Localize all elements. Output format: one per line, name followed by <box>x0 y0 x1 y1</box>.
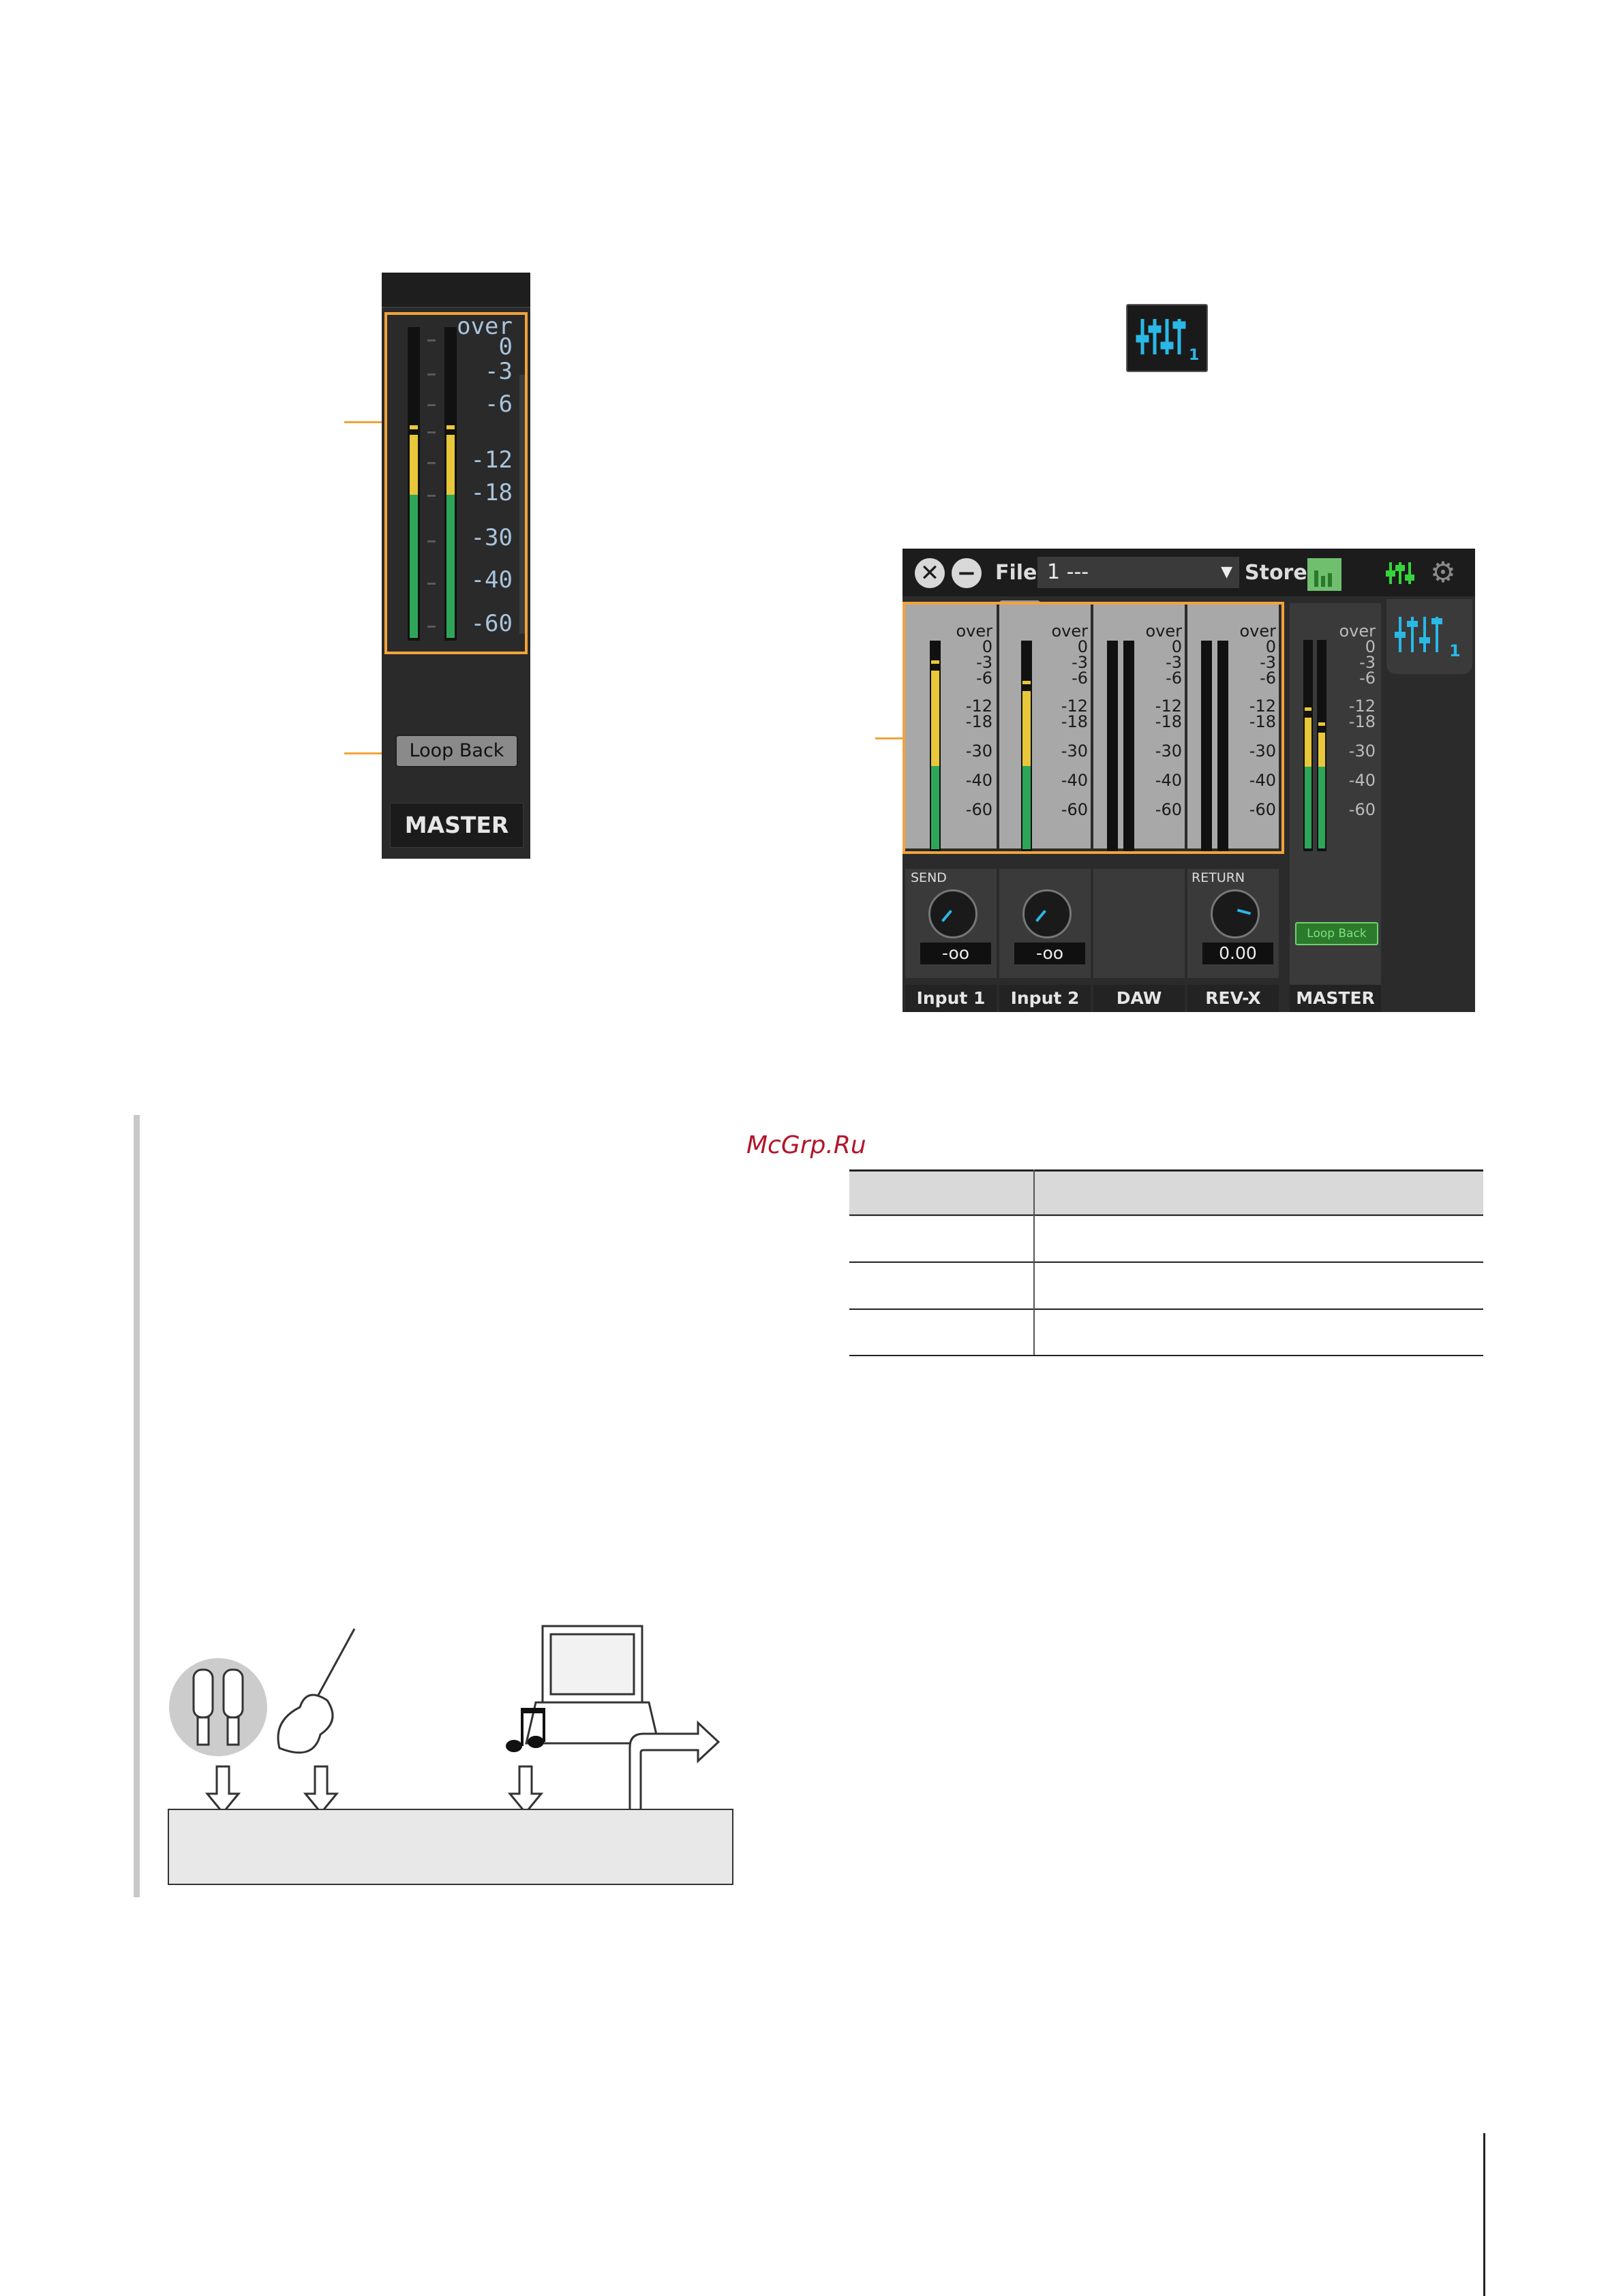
gear-icon[interactable]: ⚙ <box>1430 555 1456 589</box>
input1-send-panel: SEND -oo <box>905 869 997 978</box>
watermark-text: McGrp.Ru <box>746 1131 866 1159</box>
input1-send-value: -oo <box>920 943 991 964</box>
mixer-icon-button[interactable]: 1 <box>1126 304 1208 372</box>
tick <box>427 495 436 497</box>
master-channel-strip: over 0 -3 -6 -12 -18 -30 -40 -60 Loop Ba… <box>382 273 530 859</box>
tick <box>427 431 436 433</box>
revx-return-knob[interactable] <box>1211 889 1260 938</box>
chevron-down-icon: ▼ <box>1221 564 1232 581</box>
arrow-down-icon <box>507 1765 544 1815</box>
mixer-faders-icon: 1 <box>1136 319 1199 364</box>
store-label: Store <box>1245 561 1307 585</box>
tick <box>427 462 436 464</box>
channel-name-input1: Input 1 <box>905 985 997 1012</box>
master-meter-left <box>408 327 420 641</box>
input1-send-knob[interactable] <box>928 889 977 938</box>
callout-line-meter <box>344 421 385 423</box>
close-icon[interactable]: ✕ <box>915 558 945 588</box>
mixer-loop-back-button[interactable]: Loop Back <box>1295 922 1378 945</box>
input2-send-panel: -oo <box>999 869 1091 978</box>
table-divider <box>849 1308 1483 1310</box>
scale-label-12: -12 <box>470 446 513 474</box>
callout-line-mixer <box>875 737 904 739</box>
svg-text:1: 1 <box>1189 347 1199 364</box>
mixer-window: ✕ − File 1 --- ▼ Store ⚙ ∞ Loop Back <box>902 549 1475 1012</box>
scale-label-6: -6 <box>485 391 513 418</box>
guitar-icon <box>277 1628 356 1754</box>
minimize-icon[interactable]: − <box>952 558 982 588</box>
table-divider <box>849 1355 1483 1356</box>
scale-label-3: -3 <box>485 358 513 385</box>
input2-send-value: -oo <box>1014 943 1085 964</box>
scale-label-40: -40 <box>470 566 513 594</box>
tick <box>427 583 436 585</box>
table-divider <box>849 1261 1483 1263</box>
channel-name-revx: REV-X <box>1187 985 1279 1012</box>
revx-return-panel: RETURN 0.00 <box>1187 869 1279 978</box>
mixer-master-column: Loop Back <box>1290 603 1381 1012</box>
channel-meter-input1 <box>905 603 997 852</box>
scale-label-0: 0 <box>498 333 513 361</box>
meter-icon <box>1314 570 1332 587</box>
master-channel-name: MASTER <box>390 803 524 848</box>
channel-name-input2: Input 2 <box>999 985 1091 1012</box>
tick <box>427 404 436 406</box>
tick <box>427 540 436 542</box>
channel-meter-input2 <box>999 603 1091 852</box>
mixer-green-icon[interactable] <box>1385 558 1415 588</box>
input2-send-knob[interactable] <box>1022 889 1072 938</box>
table-header <box>849 1169 1483 1216</box>
scale-label-18: -18 <box>470 479 513 506</box>
loop-back-button[interactable]: Loop Back <box>395 735 518 767</box>
send-label: SEND <box>911 870 947 885</box>
scale-label-over: over <box>457 313 513 340</box>
device-box <box>168 1809 733 1885</box>
arrow-down-icon <box>303 1765 339 1815</box>
connection-diagram <box>169 1625 721 1815</box>
strip-top-bar <box>382 273 530 308</box>
daw-panel <box>1093 869 1185 978</box>
file-select-value: 1 --- <box>1047 560 1089 584</box>
master-meter-right <box>444 327 457 641</box>
store-button[interactable] <box>1307 558 1341 591</box>
tick <box>427 373 436 376</box>
mixer-tab-icon <box>1395 617 1442 652</box>
meter-highlight-box <box>384 312 528 654</box>
tick <box>427 626 436 628</box>
return-label: RETURN <box>1192 870 1245 885</box>
strip-scrollbar[interactable] <box>519 375 525 634</box>
file-label: File <box>995 561 1037 585</box>
table-column-separator <box>1033 1169 1035 1355</box>
channel-meter-revx <box>1187 603 1279 852</box>
table-divider <box>849 1214 1483 1216</box>
microphone-icon <box>169 1658 267 1756</box>
revx-return-value: 0.00 <box>1202 943 1273 964</box>
scale-label-30: -30 <box>470 524 513 551</box>
mixer-tab[interactable]: 1 <box>1386 599 1472 674</box>
mixer-toolbar: ✕ − File 1 --- ▼ Store ⚙ <box>902 549 1475 596</box>
mixer-tab-number: 1 <box>1449 641 1461 660</box>
channel-meter-daw <box>1093 603 1185 852</box>
callout-line-loopback <box>344 752 404 754</box>
music-note-icon <box>506 1708 545 1752</box>
arrow-out-icon <box>628 1720 721 1814</box>
arrow-down-icon <box>204 1765 241 1815</box>
laptop-icon <box>525 1625 660 1745</box>
tick <box>427 339 436 341</box>
channel-name-master: MASTER <box>1290 985 1381 1012</box>
channel-name-daw: DAW <box>1093 985 1185 1012</box>
scale-label-60: -60 <box>470 610 513 637</box>
page-edge-bar <box>1483 2133 1485 2296</box>
channels-highlight-box <box>902 602 1284 854</box>
file-select[interactable]: 1 --- ▼ <box>1037 557 1239 588</box>
side-bar-divider <box>134 1115 140 1897</box>
